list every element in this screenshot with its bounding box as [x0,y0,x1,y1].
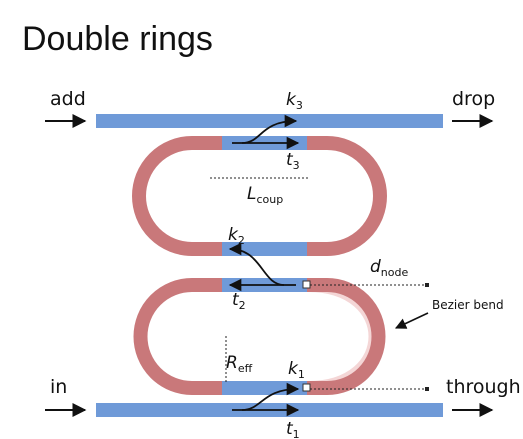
k1-label: k1 [288,359,305,381]
bottom-ring-left-bend [133,278,222,395]
drop-port-label: drop [452,88,495,110]
d-node-guide-lower-end [425,387,429,391]
top-ring-left-bend [132,136,222,256]
add-port-label: add [50,88,86,110]
node-marker-lower [302,383,311,392]
top-ring-right-bend [307,136,387,256]
t2-label: t2 [232,290,246,312]
bottom-ring [133,278,386,395]
in-port-label: in [50,376,67,398]
diagram-title: Double rings [22,20,213,58]
bezier-bend-pointer [394,312,429,329]
k2-arrow [228,242,285,286]
t3-label: t3 [286,150,300,172]
node-marker-upper [302,280,311,289]
k3-label: k3 [286,90,303,112]
d-node-guide-upper-end [425,283,429,287]
l-coup-label: Lcoup [247,184,283,206]
r-eff-label: Reff [226,353,253,375]
top-bus-waveguide [96,114,443,128]
k1-arrow [241,382,300,411]
k2-label: k2 [228,225,245,247]
t1-label: t1 [286,419,300,439]
through-port-label: through [446,376,521,398]
bottom-ring-right-bend [307,278,386,395]
bezier-bend-label: Bezier bend [432,298,504,312]
k3-arrow [241,114,298,144]
d-node-label: dnode [370,257,408,279]
